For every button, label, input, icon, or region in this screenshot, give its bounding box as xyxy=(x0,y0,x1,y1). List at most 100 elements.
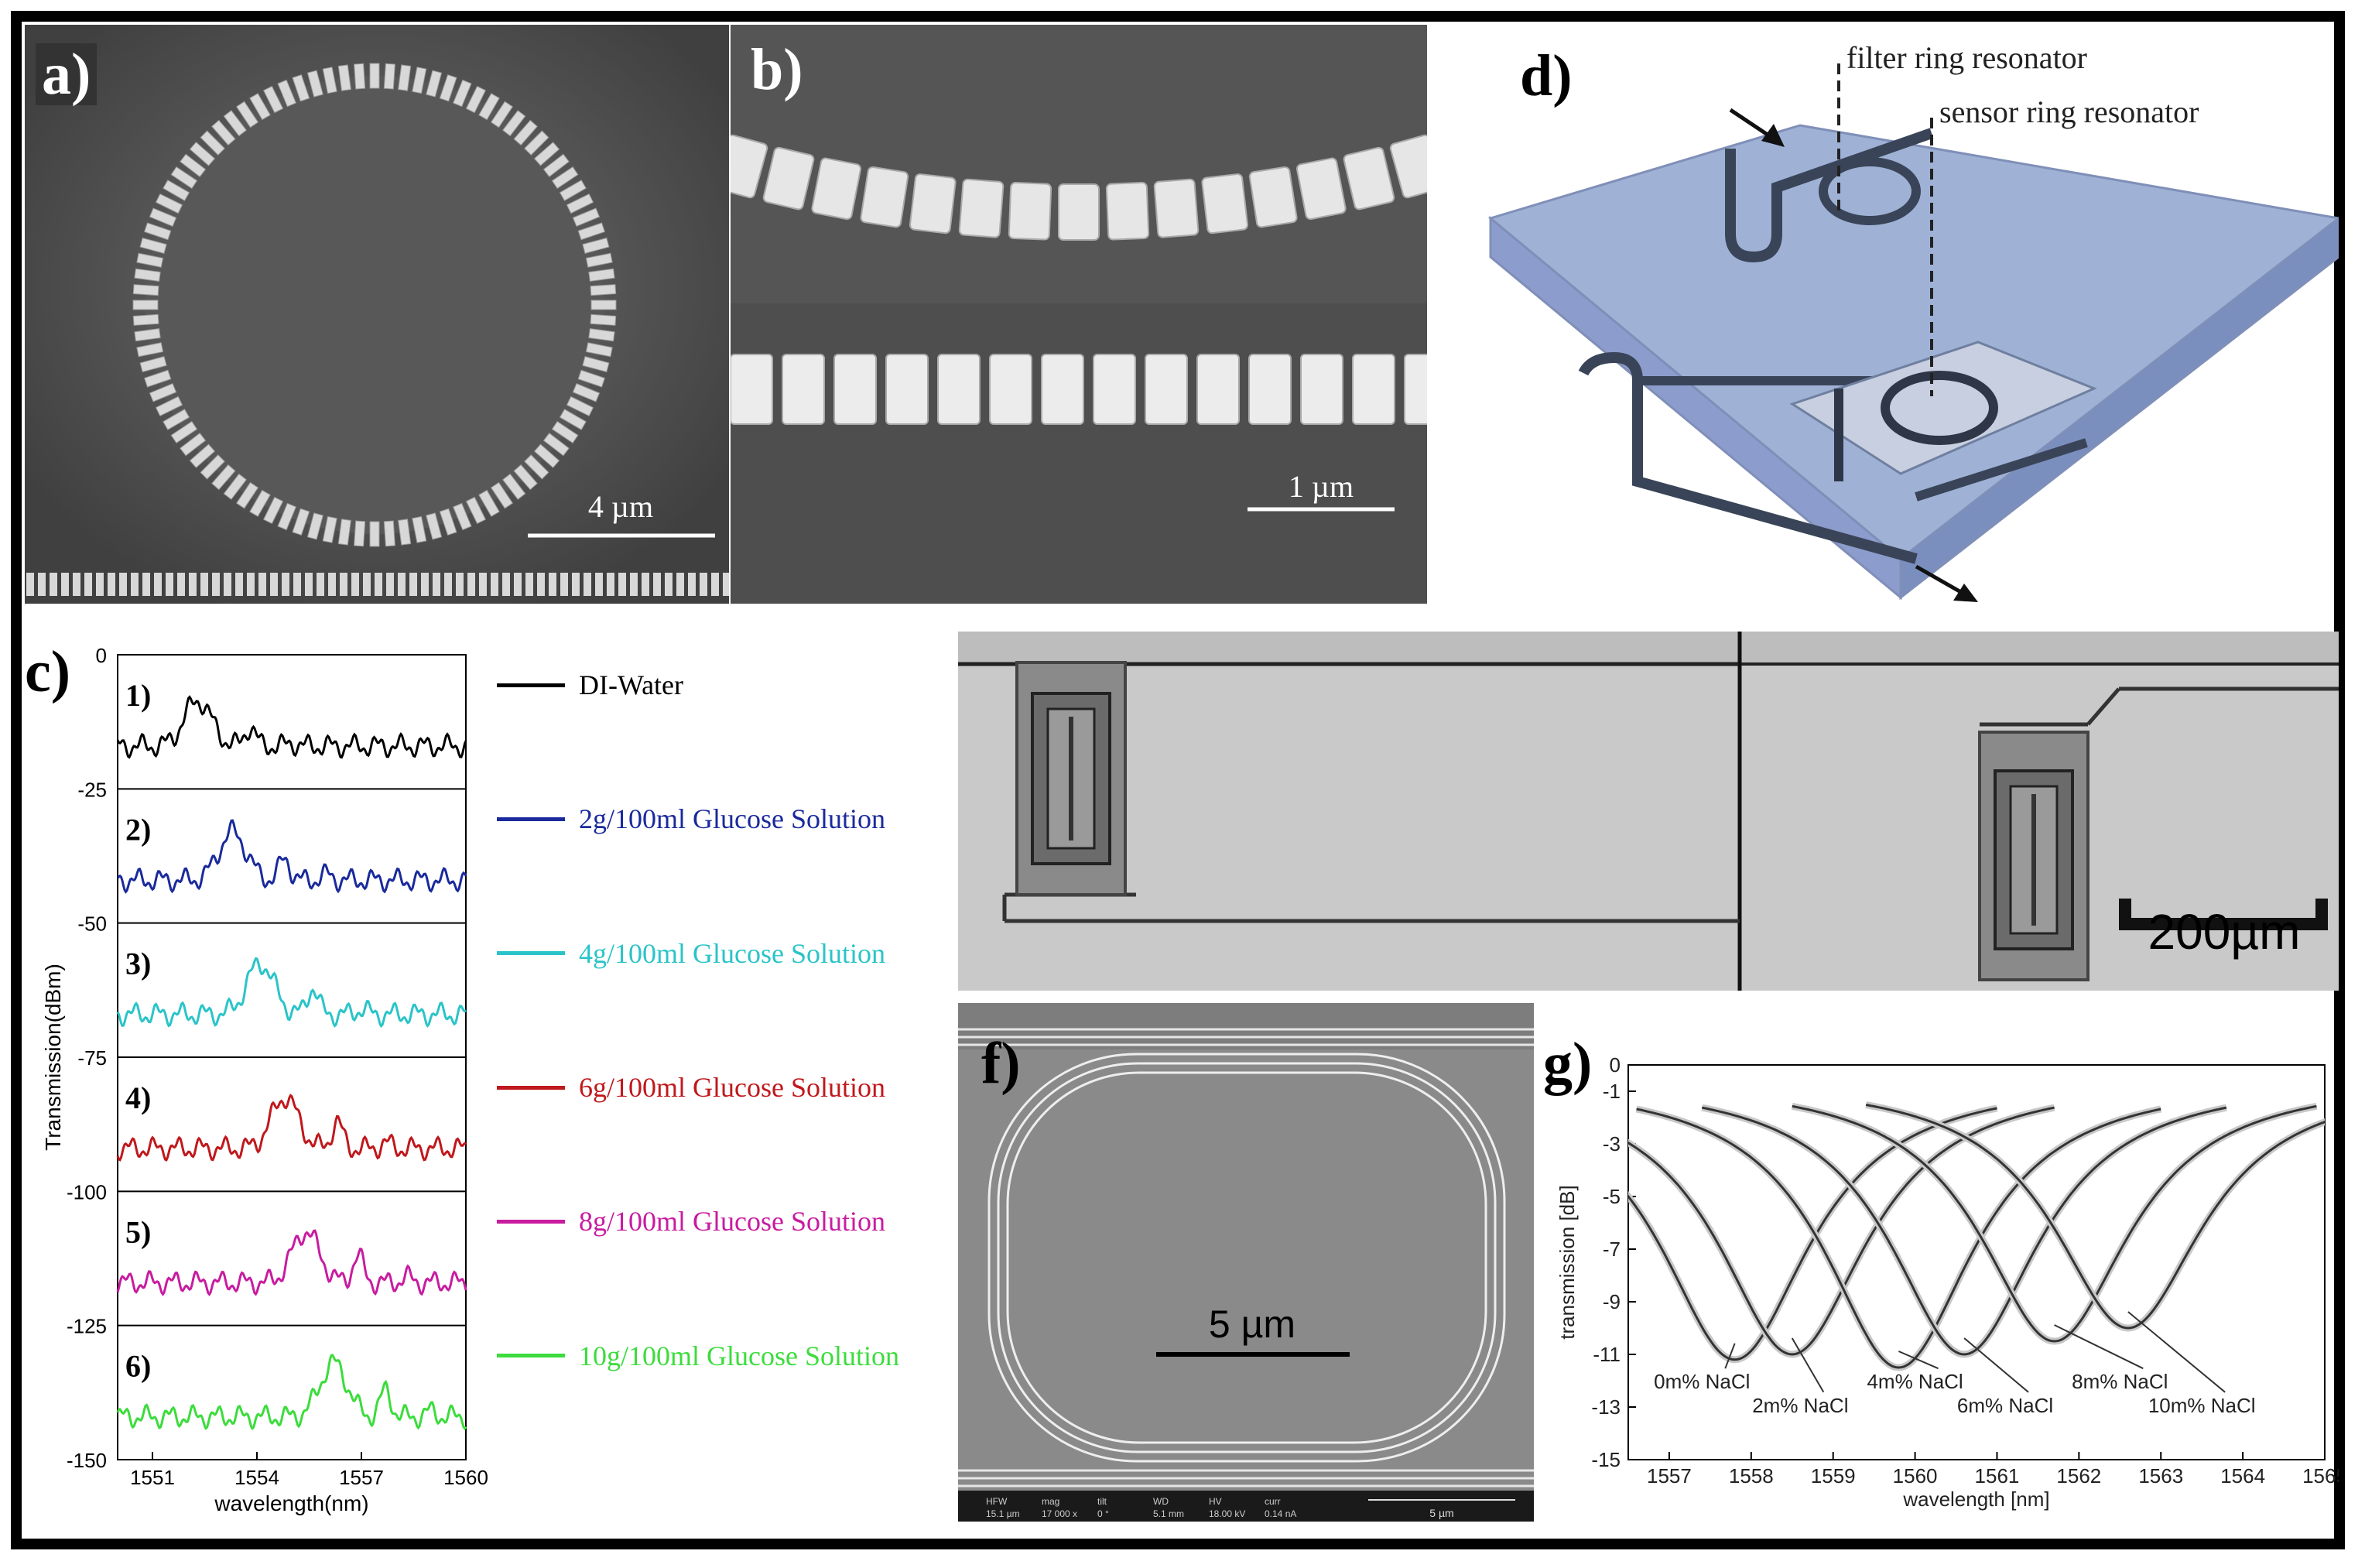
y-axis-label: transmission [dB] xyxy=(1556,1185,1579,1339)
legend-item: 8g/100ml Glucose Solution xyxy=(497,1205,885,1238)
legend-label: 8g/100ml Glucose Solution xyxy=(579,1206,885,1238)
legend-swatch xyxy=(497,683,565,687)
info-header: curr xyxy=(1265,1496,1281,1507)
x-axis-label: wavelength [nm] xyxy=(1902,1488,2049,1511)
series-label: 8m% NaCl xyxy=(2072,1370,2168,1393)
bus-segments xyxy=(731,354,1427,425)
y-tick-label: -100 xyxy=(67,1180,107,1203)
legend-item: 2g/100ml Glucose Solution xyxy=(497,803,885,835)
x-tick-label: 1559 xyxy=(1811,1464,1856,1488)
straight-waveguide-segments xyxy=(26,573,729,596)
legend-label: 10g/100ml Glucose Solution xyxy=(579,1340,899,1371)
legend-item: DI-Water xyxy=(497,669,683,701)
legend-label: 6g/100ml Glucose Solution xyxy=(579,1072,885,1103)
y-tick-label: -11 xyxy=(1593,1343,1621,1366)
series-label: 0m% NaCl xyxy=(1654,1370,1750,1393)
panel-d-schematic: filter ring resonator sensor ring resona… xyxy=(1436,25,2339,613)
info-header: mag xyxy=(1042,1496,1059,1507)
y-tick-label: -15 xyxy=(1591,1448,1621,1471)
subplot-label: 3) xyxy=(125,947,151,981)
series-label: 6m% NaCl xyxy=(1957,1394,2053,1417)
series-line xyxy=(116,1094,467,1162)
x-tick-label: 1551 xyxy=(130,1466,175,1489)
y-tick-label: -9 xyxy=(1603,1290,1621,1313)
x-tick-label: 1554 xyxy=(234,1466,279,1489)
arc-segments xyxy=(731,134,1427,241)
subplot-label: 4) xyxy=(125,1080,151,1115)
y-tick-label: -50 xyxy=(77,912,107,936)
chart-legend: DI-Water 2g/100ml Glucose Solution 4g/100m… xyxy=(497,619,977,1525)
x-tick-label: 1562 xyxy=(2056,1464,2101,1488)
legend-swatch xyxy=(497,1219,565,1224)
series-line xyxy=(116,1229,467,1296)
chip-schematic: filter ring resonator sensor ring resona… xyxy=(1487,40,2339,602)
legend-swatch xyxy=(497,1354,565,1358)
legend-item: 6g/100ml Glucose Solution xyxy=(497,1071,885,1104)
y-tick-label: 0 xyxy=(96,644,107,667)
subplot-label: 2) xyxy=(125,812,151,847)
y-tick-label: -7 xyxy=(1603,1238,1621,1261)
series-line xyxy=(1628,1107,1997,1361)
legend-label: 2g/100ml Glucose Solution xyxy=(579,803,885,835)
series-line xyxy=(116,957,467,1029)
subplot-label: 1) xyxy=(125,678,151,713)
subplot-label: 6) xyxy=(125,1349,151,1384)
series-label: 4m% NaCl xyxy=(1867,1370,1963,1393)
y-tick-label: -3 xyxy=(1603,1132,1621,1155)
scale-label: 4 µm xyxy=(588,489,653,524)
y-tick-label: -5 xyxy=(1603,1185,1621,1208)
legend-label: 4g/100ml Glucose Solution xyxy=(579,937,885,969)
y-tick-label: -25 xyxy=(77,778,107,801)
y-tick-label: 0 xyxy=(1610,1053,1621,1077)
info-value: 5.1 mm xyxy=(1153,1508,1184,1519)
panel-label-f: f) xyxy=(981,1031,1021,1096)
filter-ring-label: filter ring resonator xyxy=(1846,40,2087,75)
x-tick-label: 1563 xyxy=(2138,1464,2183,1488)
y-axis-label: Transmission(dBm) xyxy=(41,964,65,1151)
x-tick-label: 1564 xyxy=(2220,1464,2265,1488)
scale-label: 5 µm xyxy=(1209,1303,1295,1346)
panel-label-c: c) xyxy=(25,639,71,704)
info-bar-scale: 5 µm xyxy=(1429,1507,1453,1519)
series-line xyxy=(1792,1104,2317,1343)
info-header: HV xyxy=(1209,1496,1222,1507)
scale-label: 1 µm xyxy=(1289,469,1354,504)
x-axis-label: wavelength(nm) xyxy=(214,1491,368,1515)
series-line xyxy=(1636,1108,2161,1369)
x-tick-label: 1557 xyxy=(339,1466,384,1489)
legend-item: 4g/100ml Glucose Solution xyxy=(497,937,885,970)
info-value: 15.1 µm xyxy=(986,1508,1020,1519)
panel-label-a: a) xyxy=(36,43,98,105)
y-tick-label: -150 xyxy=(67,1449,107,1472)
ring-resonator-sem: 4 µm xyxy=(25,25,729,604)
device-micrograph: 200µm xyxy=(958,632,2339,991)
series-line xyxy=(1701,1106,2227,1356)
info-header: tilt xyxy=(1097,1496,1107,1507)
legend-label: DI-Water xyxy=(579,669,684,700)
series-line xyxy=(116,695,467,759)
plot-frame xyxy=(1627,1064,2326,1460)
y-tick-label: -13 xyxy=(1591,1395,1621,1419)
panel-b-sem-image: 1 µm b) xyxy=(731,25,1427,604)
legend-swatch xyxy=(497,951,565,956)
series-label: 2m% NaCl xyxy=(1752,1394,1848,1417)
info-header: WD xyxy=(1153,1496,1169,1507)
panel-label-d: d) xyxy=(1520,43,1573,108)
series-line xyxy=(116,819,467,894)
x-tick-label: 1558 xyxy=(1729,1464,1774,1488)
y-tick-label: -75 xyxy=(77,1046,107,1070)
series-label: 10m% NaCl xyxy=(2148,1394,2256,1417)
info-value: 0 ° xyxy=(1097,1508,1109,1519)
x-tick-label: 1565 xyxy=(2302,1464,2339,1488)
series-scatter-band xyxy=(1865,1101,2325,1332)
legend-item: 10g/100ml Glucose Solution xyxy=(497,1340,899,1372)
coupling-region-sem: 1 µm xyxy=(731,25,1427,604)
x-tick-label: 1560 xyxy=(443,1466,488,1489)
sensor-ring-label: sensor ring resonator xyxy=(1939,94,2199,129)
